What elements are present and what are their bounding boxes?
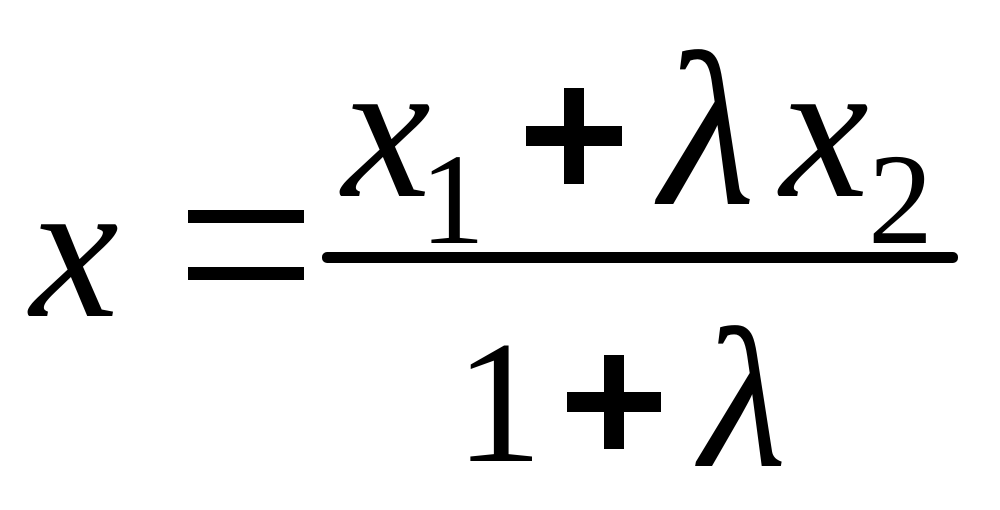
numerator-lambda: λ [660, 8, 756, 252]
numerator-plus-sign [526, 88, 622, 184]
equals-sign [188, 210, 304, 280]
numerator-x1-variable: x [342, 19, 431, 240]
numerator-x1-subscript: 1 [420, 128, 485, 272]
equals-bar-bottom [188, 267, 304, 280]
denominator-one: 1 [455, 305, 543, 499]
lhs-variable: x [30, 139, 119, 360]
equals-bar-top [188, 210, 304, 223]
fraction-bar [322, 252, 958, 263]
numerator-x2-subscript: 2 [868, 128, 933, 272]
numerator-x2-variable: x [780, 19, 869, 240]
denominator-plus-sign [567, 355, 661, 449]
denominator-lambda: λ [700, 289, 787, 510]
